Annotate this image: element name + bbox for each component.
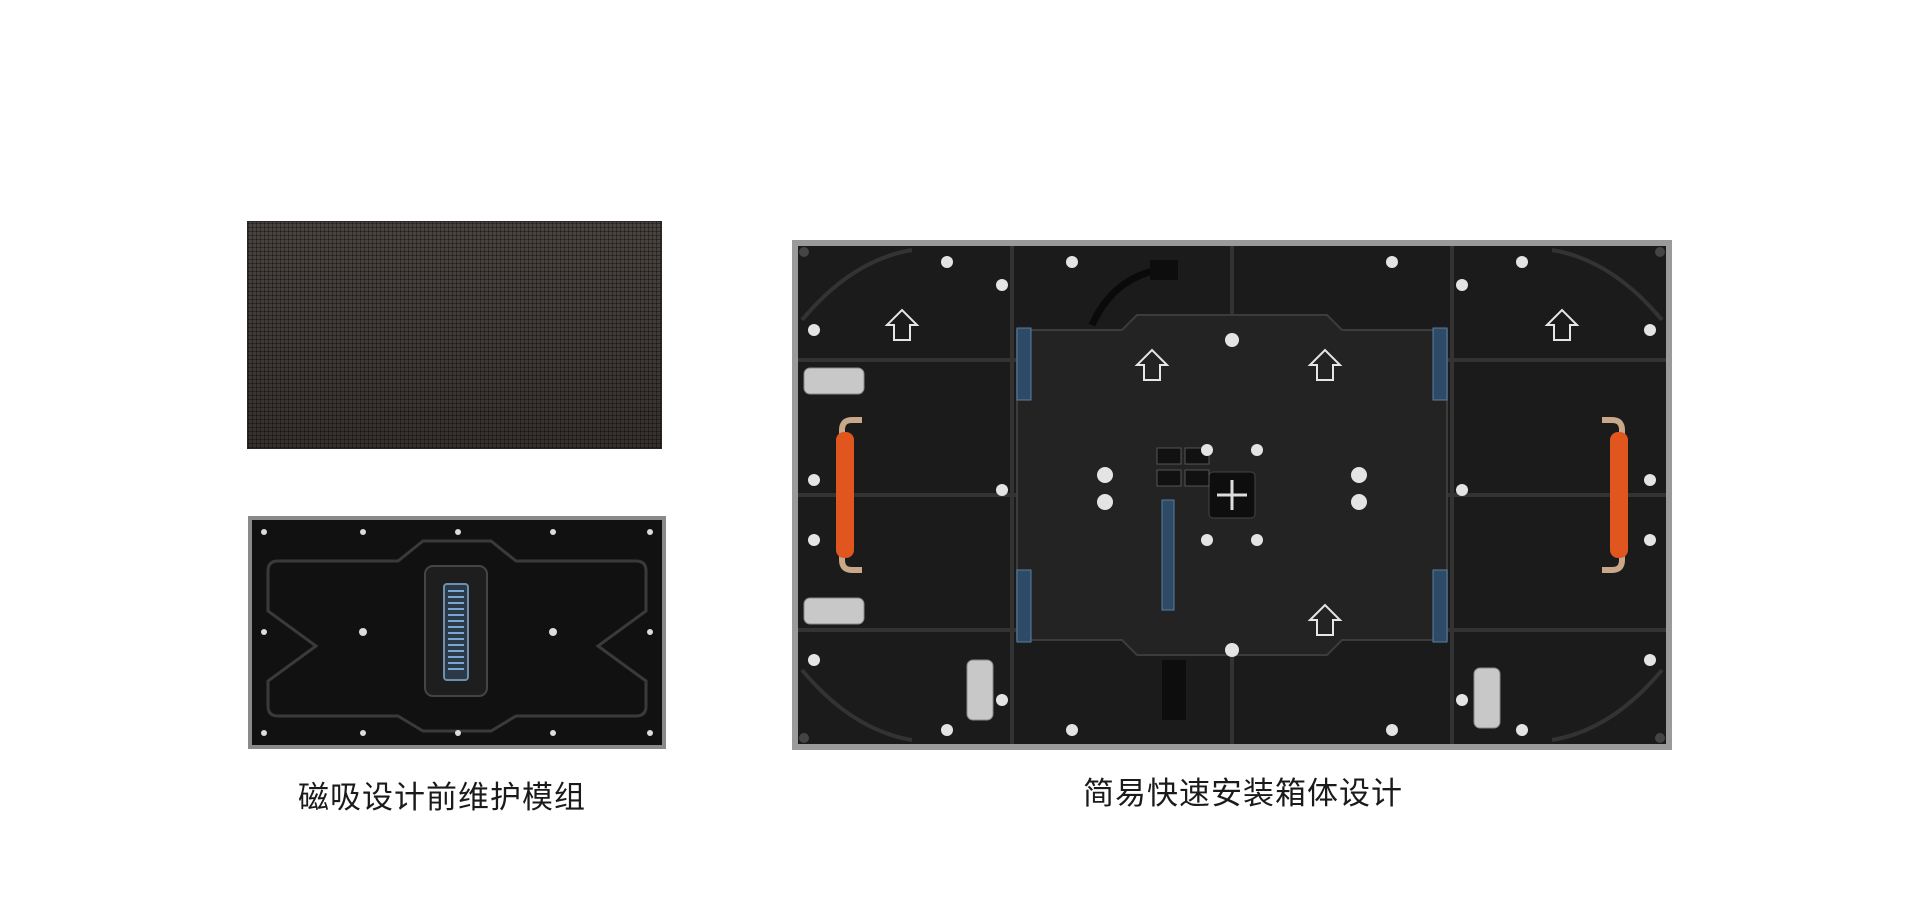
cabinet-caption: 简易快速安装箱体设计	[1083, 776, 1403, 812]
module-caption: 磁吸设计前维护模组	[298, 780, 586, 816]
led-cabinet-back-image	[792, 240, 1672, 750]
led-module-front-image	[248, 222, 661, 448]
led-module-back-image	[248, 516, 666, 749]
